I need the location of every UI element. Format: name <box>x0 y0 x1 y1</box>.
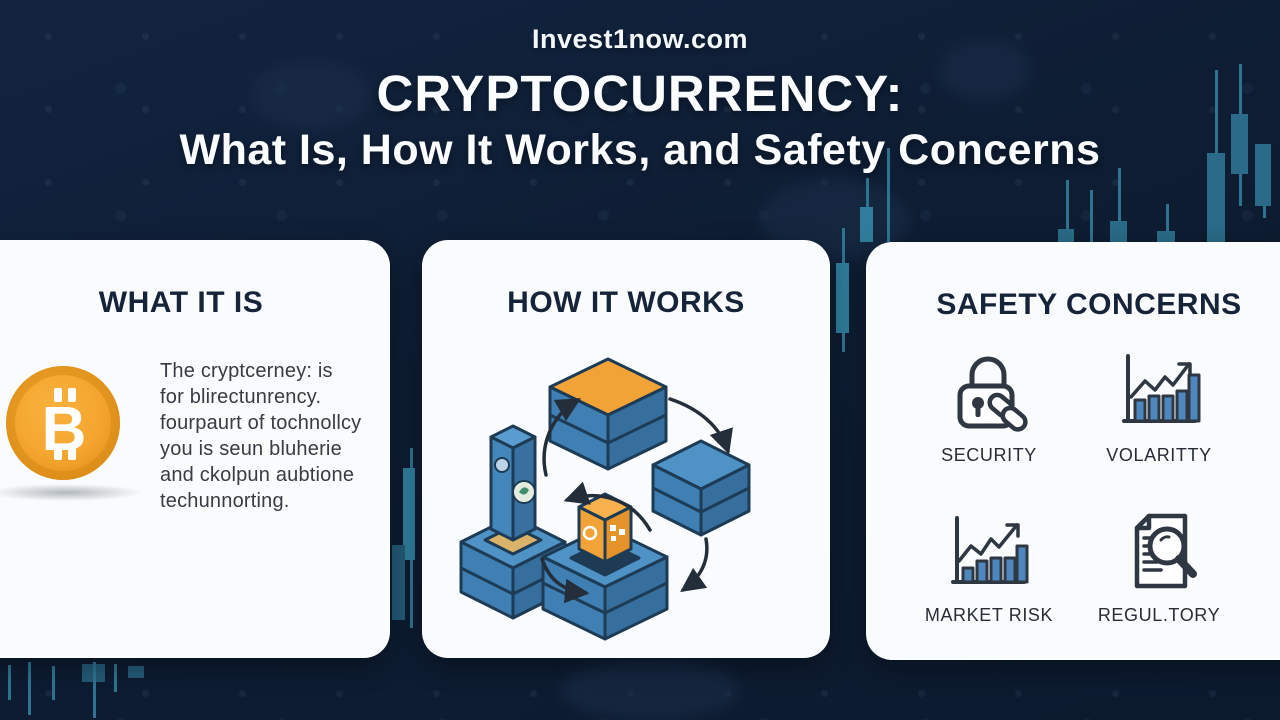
what-it-is-description: The cryptcerney: is for blirectunrency. … <box>160 360 362 512</box>
safety-item-market-risk: MARKET RISK <box>904 506 1074 664</box>
safety-item-label: VOLARITTY <box>1106 445 1212 465</box>
site-name: Invest1now.com <box>531 24 749 54</box>
background-blob <box>250 60 370 130</box>
background-blob <box>560 660 740 720</box>
card-what-it-is: WHAT IT IS B The cryptcerney: is for bli… <box>0 240 390 658</box>
coin-shadow <box>0 484 142 501</box>
background-blob <box>940 40 1030 100</box>
volatility-chart-icon <box>1122 354 1201 423</box>
safety-item-regulatory: REGUL.TORY <box>1074 506 1244 664</box>
main-title: CRYPTOCURRENCY: <box>376 65 904 122</box>
safety-item-security: SECURITY <box>904 346 1074 504</box>
lock-chain-icon <box>957 356 1028 432</box>
card-safety-concerns: SAFETY CONCERNS SECURITY <box>866 242 1280 660</box>
blockchain-diagram-illustration <box>459 357 751 641</box>
market-risk-chart-icon <box>951 516 1029 584</box>
safety-item-label: SECURITY <box>941 445 1037 465</box>
regulatory-document-icon <box>1134 513 1197 589</box>
card-how-it-works: HOW IT WORKS <box>422 240 830 658</box>
svg-text:B: B <box>42 395 87 464</box>
safety-item-volatility: VOLARITTY <box>1074 346 1244 504</box>
safety-item-label: REGUL.TORY <box>1097 605 1221 625</box>
subtitle: What Is, How It Works, and Safety Concer… <box>179 126 1101 174</box>
bitcoin-b-glyph: B <box>42 388 87 464</box>
card-title-how-it-works: HOW IT WORKS <box>507 286 745 319</box>
safety-item-label: MARKET RISK <box>924 605 1054 625</box>
bitcoin-coin-icon: B <box>0 366 142 516</box>
card-title-what-it-is: WHAT IT IS <box>98 286 264 319</box>
card-title-safety-concerns: SAFETY CONCERNS <box>936 288 1242 321</box>
